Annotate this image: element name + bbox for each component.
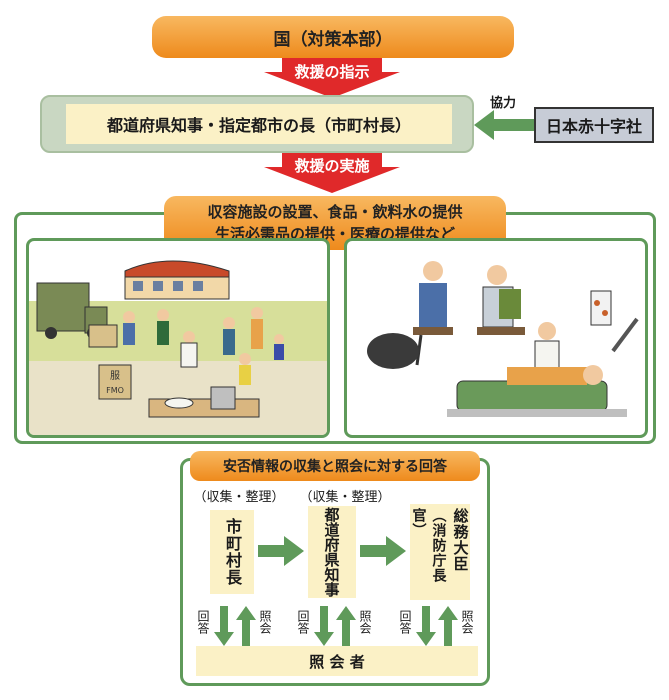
medical-scene-illustration: [367, 261, 639, 417]
prefecture-governor-label: 都道府県知事: [322, 507, 341, 597]
evacuation-scene-illustration: 服 FMO: [29, 260, 327, 435]
inquiry-arrow-2: [336, 606, 356, 646]
minister-sub-label: （消防庁長官）: [410, 508, 447, 583]
national-headquarters-label: 国（対策本部）: [273, 29, 393, 50]
implementation-arrow: [264, 153, 400, 193]
box-label-code: FMO: [106, 386, 124, 395]
municipality-head-label: 市町村長: [223, 518, 242, 586]
minister-label: 総務大臣: [451, 508, 470, 572]
flow-arrow-2: [360, 536, 406, 566]
answer-arrow-3: [416, 606, 436, 646]
governor-box: 都道府県知事・指定都市の長（市町村長）: [66, 104, 452, 144]
medical-illustration-panel: [344, 238, 648, 438]
safety-info-title-label: 安否情報の収集と照会に対する回答: [223, 459, 447, 475]
governor-label: 都道府県知事・指定都市の長（市町村長）: [106, 116, 411, 135]
prefecture-governor-box: 都道府県知事: [308, 506, 356, 598]
instruction-label: 救援の指示: [294, 62, 370, 81]
minister-box: 総務大臣 （消防庁長官）: [410, 504, 470, 600]
answer-arrow-2: [314, 606, 334, 646]
cooperation-label: 協力: [490, 96, 517, 111]
red-cross-label: 日本赤十字社: [545, 117, 642, 136]
relief-line1: 収容施設の設置、食品・飲料水の提供: [207, 203, 463, 221]
inquirer-bar: 照 会 者: [196, 646, 478, 676]
flow-arrow-1: [258, 536, 304, 566]
inquiry-arrow-3: [438, 606, 458, 646]
inquiry-label-1: 照会: [258, 610, 272, 634]
municipality-head-box: 市町村長: [210, 510, 254, 594]
answer-label-1: 回答: [196, 610, 210, 634]
inquiry-arrow-1: [236, 606, 256, 646]
national-headquarters: 国（対策本部）: [152, 16, 514, 58]
answer-arrow-1: [214, 606, 234, 646]
red-cross-box: 日本赤十字社: [534, 107, 654, 143]
instruction-arrow: [264, 58, 400, 98]
box-label-clothes: 服: [110, 370, 120, 382]
cooperation-arrow: [474, 110, 536, 140]
inquirer-label: 照 会 者: [309, 652, 365, 671]
answer-label-2: 回答: [296, 610, 310, 634]
implementation-label: 救援の実施: [294, 156, 370, 175]
collect-label-1: （収集・整理）: [193, 490, 285, 505]
inquiry-label-3: 照会: [460, 610, 474, 634]
inquiry-label-2: 照会: [358, 610, 372, 634]
safety-info-title: 安否情報の収集と照会に対する回答: [190, 451, 480, 481]
evacuation-illustration-panel: 服 FMO: [26, 238, 330, 438]
collect-label-2: （収集・整理）: [299, 490, 391, 505]
answer-label-3: 回答: [398, 610, 412, 634]
